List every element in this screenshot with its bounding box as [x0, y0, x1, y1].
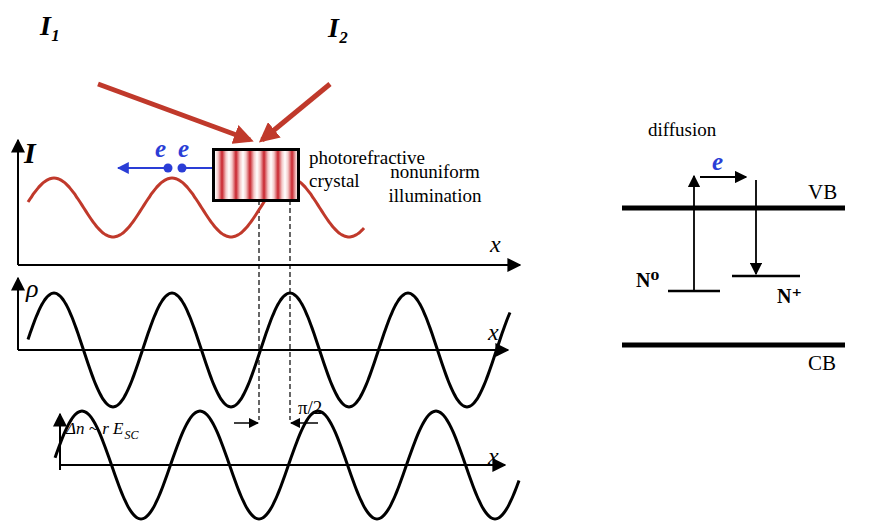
trap-level [732, 275, 800, 278]
axis-label: x [488, 320, 499, 344]
charge-curve [28, 293, 510, 407]
axis-subscript: SC [124, 429, 138, 441]
axis [18, 349, 508, 351]
band-label: VB [808, 182, 837, 203]
phase-label: π/2 [298, 398, 322, 417]
axis-label: ρ [26, 276, 38, 302]
recombination-arrow [755, 180, 757, 274]
level-label: N⁺ [777, 286, 802, 306]
trap-level [668, 290, 720, 293]
axis-label: Δn ~ r E [66, 420, 123, 437]
axis [18, 264, 520, 266]
phase-arrow [234, 422, 258, 424]
axis [17, 278, 19, 350]
band-label: CB [808, 353, 836, 374]
process-label: diffusion [648, 120, 716, 139]
beam-label: I₁ [40, 12, 61, 40]
excitation-arrow [693, 176, 695, 290]
electron-dot [164, 164, 173, 173]
axis-label: x [490, 232, 501, 256]
level-label: N⁰ [636, 270, 659, 290]
electron-label: e [155, 136, 166, 161]
axis-label: x [488, 444, 499, 468]
electron-label: e [712, 149, 723, 174]
electron-label: e [178, 136, 189, 161]
axis-label: I [24, 138, 36, 168]
axis [17, 140, 19, 265]
note-text: nonuniform illumination [370, 160, 500, 208]
beam-label: I₂ [328, 14, 349, 42]
axis [60, 464, 505, 466]
diffusion-arrow [700, 176, 746, 178]
diffusion-arrow [118, 167, 168, 169]
electron-dot [178, 164, 187, 173]
crystal-box: photorefractive crystal [212, 148, 300, 202]
beam-arrow [98, 84, 250, 140]
band-edge [622, 206, 845, 211]
band-edge [622, 343, 845, 348]
index-curve [55, 411, 519, 519]
beam-arrow [262, 84, 330, 140]
